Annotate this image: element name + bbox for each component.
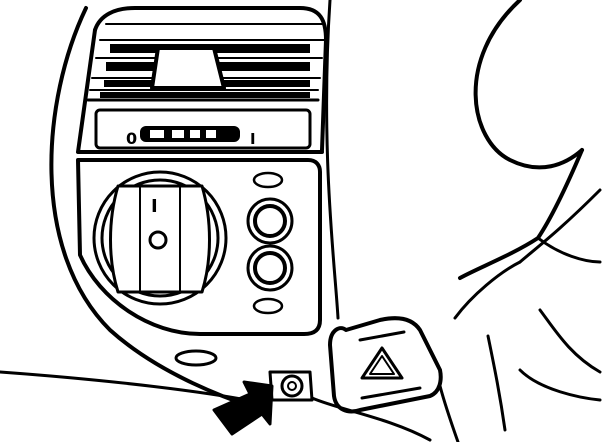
panel-buttons xyxy=(246,171,294,315)
upper-push-button xyxy=(253,204,287,238)
lower-trim xyxy=(310,384,460,444)
lower-push-button xyxy=(253,251,287,285)
upper-indicator-lamp xyxy=(252,171,284,189)
vent-scale-right-mark: I xyxy=(250,130,256,148)
vent-scale: 0 I xyxy=(126,126,256,148)
air-vent xyxy=(76,6,328,154)
upper-push-button-bezel xyxy=(246,197,294,245)
vent-scale-left-mark: 0 xyxy=(126,129,137,148)
arrow-icon xyxy=(212,380,274,436)
hazard-switch xyxy=(328,316,443,414)
lower-push-button-bezel xyxy=(246,244,294,292)
steering-column xyxy=(453,0,602,432)
panel-slot xyxy=(174,349,218,367)
hazard-triangle-icon xyxy=(360,346,404,380)
rotary-light-switch: I xyxy=(92,170,228,306)
dimmer-socket xyxy=(268,370,314,402)
lower-indicator-lamp xyxy=(252,297,284,315)
rotary-switch-mark: I xyxy=(151,196,158,217)
